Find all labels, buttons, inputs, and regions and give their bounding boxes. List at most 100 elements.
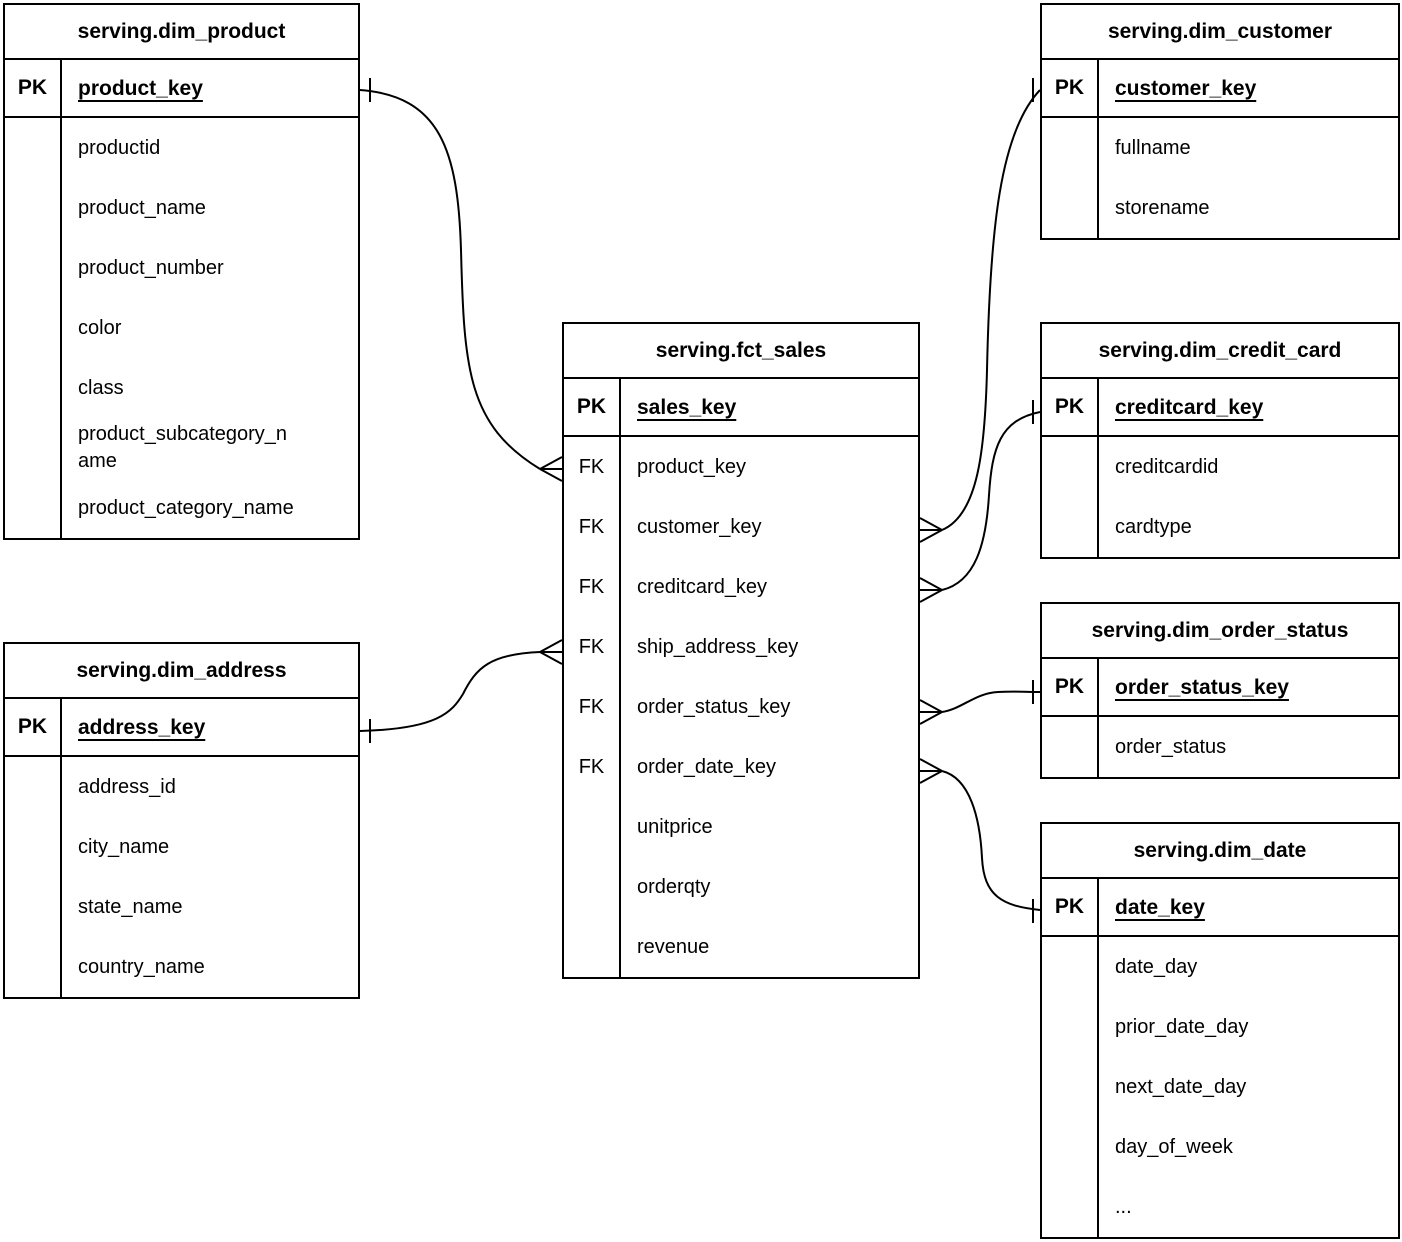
key-badge (5, 817, 62, 877)
table-fct-sales: serving.fct_sales PK sales_key FK produc… (562, 322, 920, 979)
pk-badge: PK (1042, 379, 1099, 435)
key-badge (5, 877, 62, 937)
field-row: storename (1042, 178, 1398, 238)
field-row: FK order_status_key (564, 677, 918, 737)
crows-foot (539, 639, 563, 665)
key-badge (1042, 437, 1099, 497)
relation-address-sales (359, 639, 563, 743)
field-name: product_name (78, 196, 206, 219)
pk-badge: PK (564, 379, 621, 435)
crows-foot (539, 456, 563, 482)
key-badge (5, 418, 62, 478)
crows-foot (919, 577, 943, 603)
field-row: address_id (5, 757, 358, 817)
key-badge (5, 178, 62, 238)
table-dim-product: serving.dim_product PK product_key produ… (3, 3, 360, 540)
key-badge (5, 757, 62, 817)
pk-row: PK date_key (1042, 879, 1398, 937)
pk-badge: PK (1042, 60, 1099, 116)
field-row: state_name (5, 877, 358, 937)
key-badge (564, 857, 621, 917)
crows-foot (919, 517, 943, 543)
pk-field: creditcard_key (1115, 395, 1264, 419)
field-name: order_status_key (637, 695, 791, 718)
field-name: cardtype (1115, 515, 1192, 538)
table-title: serving.dim_credit_card (1042, 324, 1398, 379)
pk-badge: PK (5, 60, 62, 116)
field-name: next_date_day (1115, 1075, 1247, 1098)
field-row: product_name (5, 178, 358, 238)
field-name: ship_address_key (637, 635, 799, 658)
field-name: state_name (78, 895, 183, 918)
key-badge (5, 358, 62, 418)
table-title: serving.dim_product (5, 5, 358, 60)
pk-badge: PK (1042, 879, 1099, 935)
pk-row: PK order_status_key (1042, 659, 1398, 717)
key-badge (5, 238, 62, 298)
field-row: order_status (1042, 717, 1398, 777)
field-row: productid (5, 118, 358, 178)
key-badge (5, 118, 62, 178)
relation-line (941, 770, 1041, 911)
fk-badge: FK (564, 557, 621, 617)
key-badge (564, 917, 621, 977)
field-name: order_status (1115, 735, 1227, 758)
table-title: serving.dim_address (5, 644, 358, 699)
fk-badge: FK (564, 437, 621, 497)
pk-field: order_status_key (1115, 675, 1289, 699)
pk-field: customer_key (1115, 76, 1257, 100)
fk-badge: FK (564, 497, 621, 557)
field-row: date_day (1042, 937, 1398, 997)
relation-line (359, 89, 541, 470)
field-row: FK ship_address_key (564, 617, 918, 677)
field-row: day_of_week (1042, 1117, 1398, 1177)
key-badge (1042, 997, 1099, 1057)
pk-badge: PK (1042, 659, 1099, 715)
field-row: creditcardid (1042, 437, 1398, 497)
pk-row: PK product_key (5, 60, 358, 118)
relation-sales-creditcard (919, 400, 1041, 603)
field-name: ... (1115, 1195, 1132, 1218)
pk-badge: PK (5, 699, 62, 755)
field-row: cardtype (1042, 497, 1398, 557)
field-row: product_subcategory_name (5, 418, 358, 478)
table-title: serving.dim_date (1042, 824, 1398, 879)
table-title: serving.dim_customer (1042, 5, 1398, 60)
relation-sales-customer (919, 78, 1041, 543)
field-name: unitprice (637, 815, 713, 838)
field-row: color (5, 298, 358, 358)
field-name: city_name (78, 835, 170, 858)
pk-field: address_key (78, 715, 206, 739)
relation-product-sales (359, 78, 563, 482)
crows-foot (919, 758, 943, 784)
field-name: prior_date_day (1115, 1015, 1249, 1038)
table-dim-order-status: serving.dim_order_status PK order_status… (1040, 602, 1400, 779)
field-row: fullname (1042, 118, 1398, 178)
field-name: product_number (78, 256, 224, 279)
table-dim-credit-card: serving.dim_credit_card PK creditcard_ke… (1040, 322, 1400, 559)
field-name: storename (1115, 196, 1210, 219)
field-name: address_id (78, 775, 176, 798)
field-name: customer_key (637, 515, 762, 538)
field-row: FK order_date_key (564, 737, 918, 797)
field-row: prior_date_day (1042, 997, 1398, 1057)
field-row: orderqty (564, 857, 918, 917)
field-row: FK customer_key (564, 497, 918, 557)
field-name: order_date_key (637, 755, 776, 778)
field-name: date_day (1115, 955, 1198, 978)
fk-badge: FK (564, 677, 621, 737)
key-badge (1042, 937, 1099, 997)
table-dim-date: serving.dim_date PK date_key date_day pr… (1040, 822, 1400, 1239)
field-row: class (5, 358, 358, 418)
key-badge (5, 937, 62, 997)
field-name: class (78, 376, 124, 399)
table-title: serving.fct_sales (564, 324, 918, 379)
key-badge (1042, 1117, 1099, 1177)
field-name: orderqty (637, 875, 711, 898)
fk-badge: FK (564, 617, 621, 677)
key-badge (1042, 1057, 1099, 1117)
relation-sales-orderstatus (919, 680, 1041, 725)
relation-line (359, 651, 541, 732)
